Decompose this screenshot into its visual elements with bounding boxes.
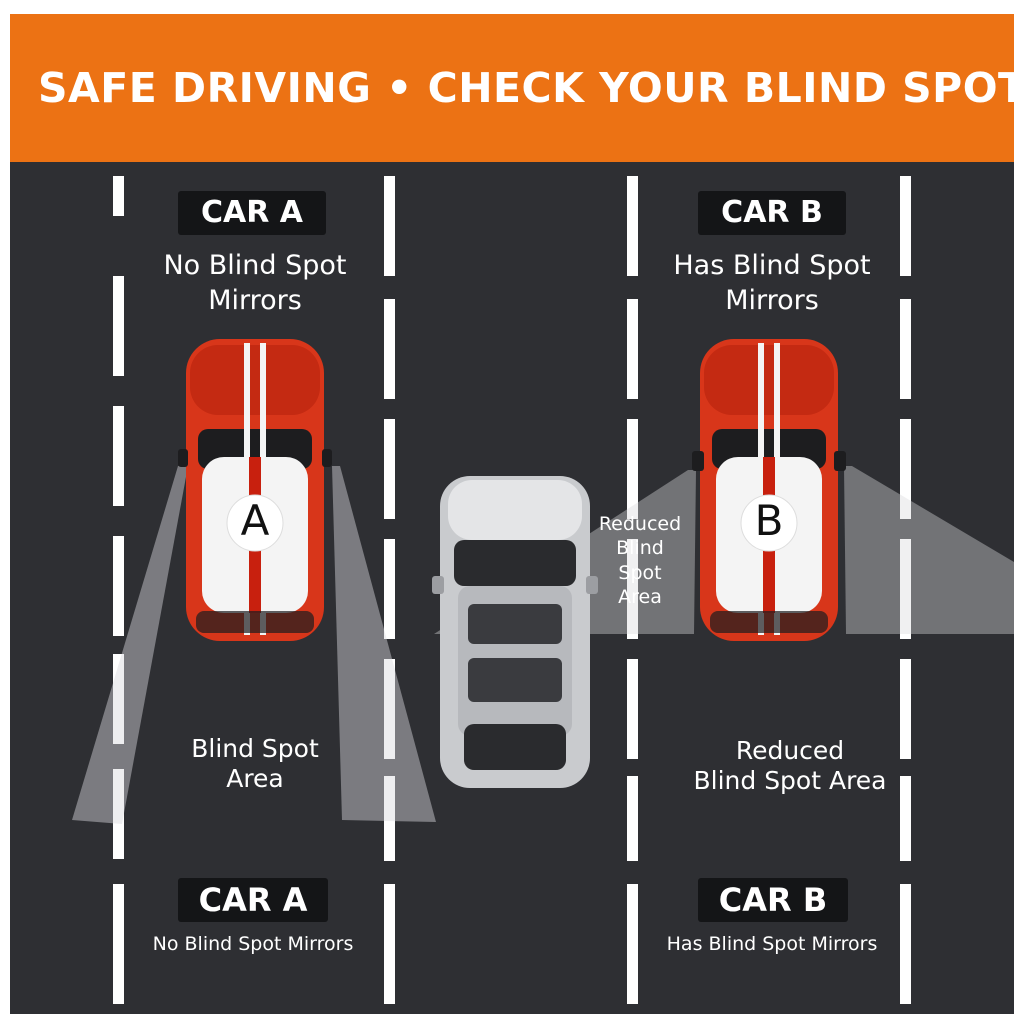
lane-line-3 bbox=[627, 176, 638, 1004]
car-a-roof-letter: A bbox=[240, 496, 270, 545]
lane-line-4 bbox=[900, 176, 911, 1004]
road-scene: SAFE DRIVING • CHECK YOUR BLIND SPOTS CA… bbox=[10, 14, 1014, 1014]
car-a-tag: CAR A bbox=[178, 191, 326, 235]
car-b-side-zone-label: Reduced Blind Spot Area bbox=[598, 513, 682, 608]
silver-car-icon bbox=[432, 476, 598, 788]
car-a-zone-label: Blind Spot Area bbox=[191, 734, 319, 793]
car-a-left-cone bbox=[72, 466, 188, 824]
car-a-description: No Blind Spot Mirrors bbox=[163, 250, 347, 317]
lane-line-1 bbox=[113, 176, 124, 1004]
car-a-right-cone bbox=[332, 466, 436, 822]
car-b-zone-label: Reduced Blind Spot Area bbox=[693, 736, 887, 795]
title-banner: SAFE DRIVING • CHECK YOUR BLIND SPOTS bbox=[10, 14, 1014, 162]
page-title: SAFE DRIVING • CHECK YOUR BLIND SPOTS bbox=[38, 64, 1014, 112]
car-b-tag: CAR B bbox=[698, 191, 846, 235]
lane-line-2 bbox=[384, 176, 395, 1004]
lane-markings bbox=[113, 176, 911, 1004]
car-a-bottom-description: No Blind Spot Mirrors bbox=[152, 933, 354, 955]
car-a-icon bbox=[178, 339, 332, 641]
car-a-blind-spot-cones bbox=[72, 466, 436, 824]
car-b-right-cone bbox=[844, 466, 1014, 634]
car-b-icon bbox=[692, 339, 846, 641]
car-b-bottom-tag: CAR B bbox=[698, 878, 848, 922]
car-b-roof-letter: B bbox=[754, 496, 784, 545]
road-illustration bbox=[72, 176, 1014, 1004]
car-a-bottom-tag: CAR A bbox=[178, 878, 328, 922]
car-b-roof-badge bbox=[740, 494, 798, 552]
car-a-roof-badge bbox=[226, 494, 284, 552]
car-b-bottom-description: Has Blind Spot Mirrors bbox=[666, 933, 878, 955]
car-b-description: Has Blind Spot Mirrors bbox=[673, 250, 871, 317]
